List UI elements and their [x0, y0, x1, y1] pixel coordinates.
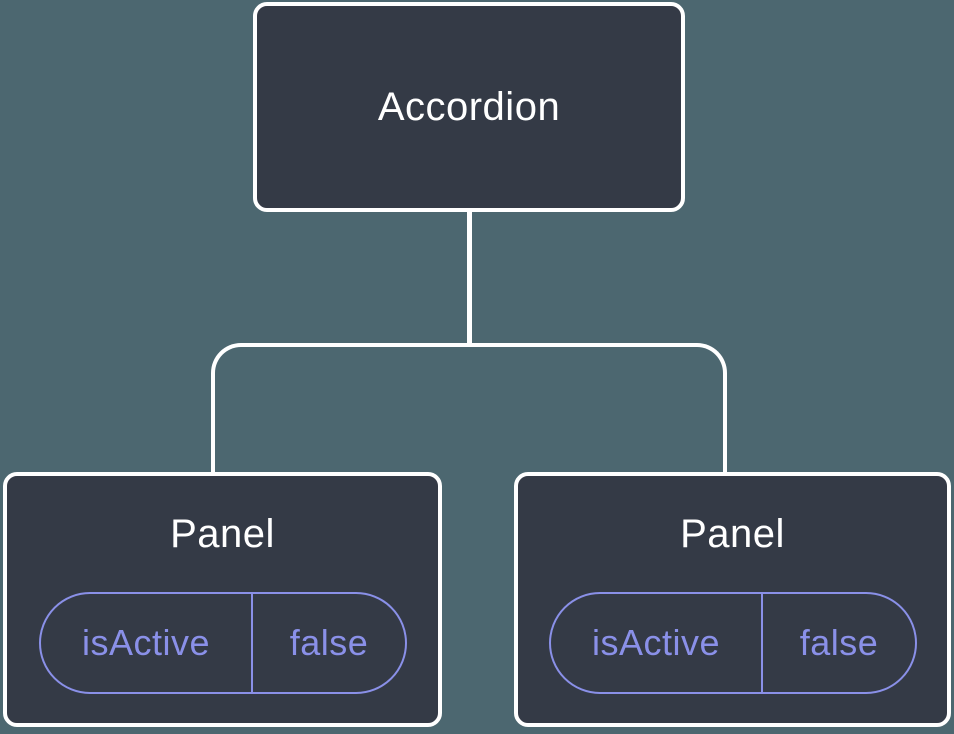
panel-right-label: Panel: [680, 512, 785, 556]
panel-left-label: Panel: [170, 512, 275, 556]
state-pill-right: isActive false: [548, 592, 917, 694]
tree-node-accordion: Accordion: [253, 2, 685, 212]
state-value-label: false: [799, 622, 879, 663]
connector-stem: [467, 208, 472, 347]
state-value-label: false: [289, 622, 369, 663]
state-key-label: isActive: [551, 594, 764, 692]
connector-bracket: [211, 343, 727, 472]
accordion-node-label: Accordion: [377, 84, 561, 129]
state-key-label: isActive: [41, 594, 254, 692]
tree-node-panel-right: Panel isActive false: [514, 472, 951, 727]
state-pill-left: isActive false: [38, 592, 407, 694]
tree-node-panel-left: Panel isActive false: [3, 472, 442, 727]
